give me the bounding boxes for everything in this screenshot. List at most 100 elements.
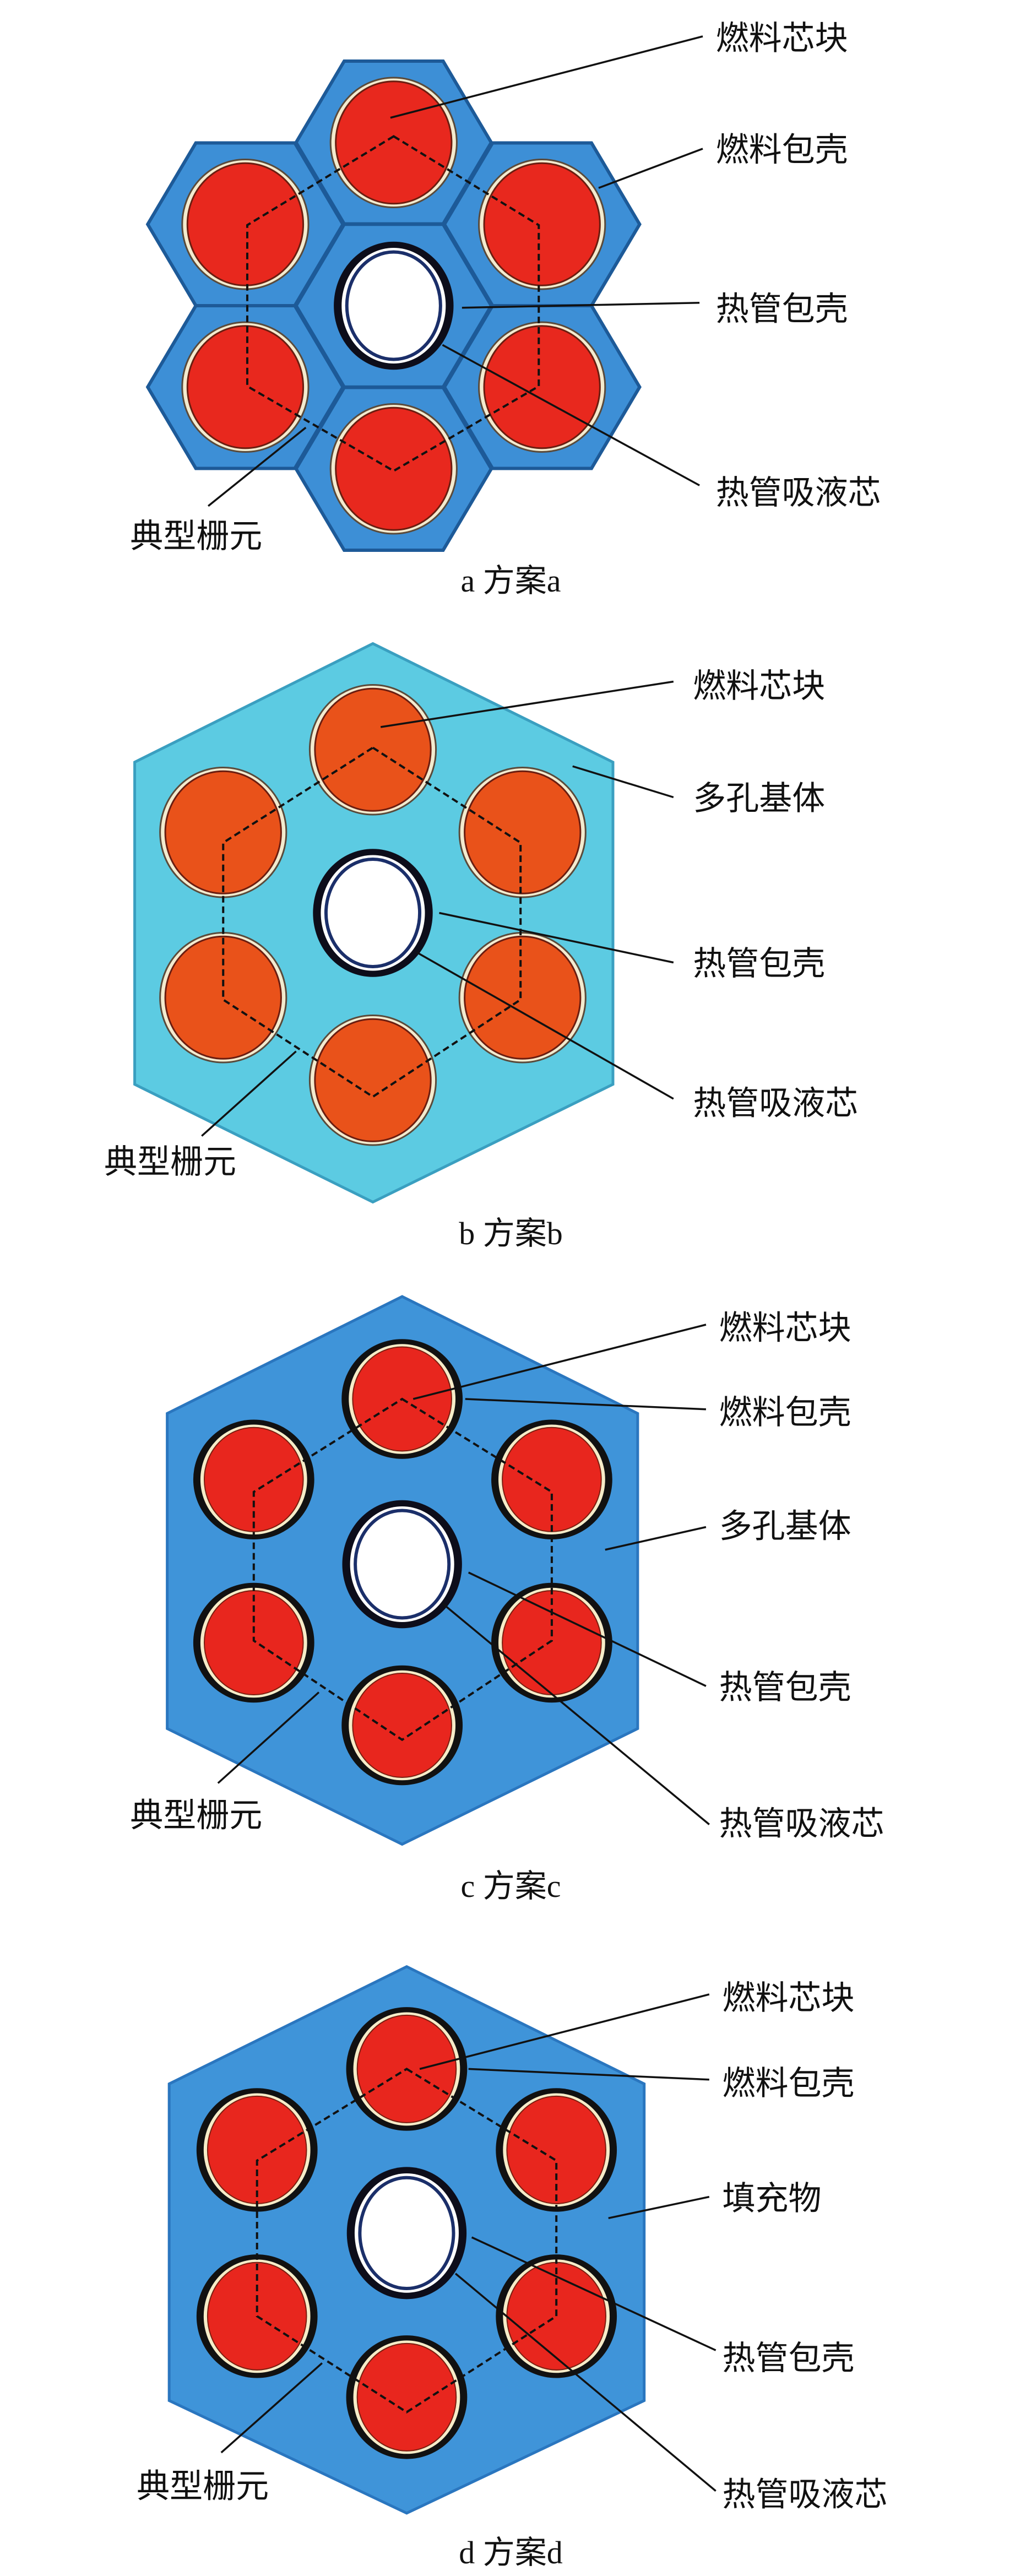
callout-label: 多孔基体 [719,1507,851,1545]
fuel-pin [491,1582,612,1703]
leader-line [605,1527,706,1550]
callout-label: 热管包壳 [716,290,848,328]
callout-label: 燃料包壳 [719,1393,851,1432]
leader-line [202,1051,296,1136]
fuel-pellet [187,326,303,448]
callout-label: 热管吸液芯 [693,1084,858,1123]
fuel-pellet [352,1673,452,1777]
panel-shapes [148,36,703,550]
leader-line [439,913,674,963]
panel-shapes [135,644,674,1202]
leader-line [599,149,703,188]
leader-line [221,2363,322,2453]
fuel-pin [496,2088,617,2212]
callout-label: 燃料芯块 [716,19,848,58]
fuel-pin [491,1419,612,1539]
fuel-pin [182,322,308,452]
heat-pipe [346,2167,467,2300]
callout-label: 典型栅元 [137,2467,269,2506]
fuel-pin [330,404,457,534]
fuel-pin [160,768,286,898]
heat-pipe-wick [347,252,441,360]
fuel-pin [310,685,436,815]
fuel-pellet [484,163,600,285]
fuel-pellet [315,1019,431,1141]
heat-pipe [334,241,454,370]
fuel-pin [346,2335,468,2459]
panel-caption: b 方案b [459,1216,563,1251]
typical-unit-cell-outline [254,1399,552,1740]
fuel-pellet [484,326,600,448]
fuel-pellet [208,2096,307,2204]
heat-pipe [313,849,433,977]
callout-label: 热管包壳 [723,2339,855,2378]
callout-label: 热管吸液芯 [716,474,881,512]
fuel-pellet [165,936,281,1059]
leader-line [472,2237,716,2350]
leader-line [469,2069,709,2079]
callout-label: 热管包壳 [693,945,825,983]
fuel-pin [459,933,585,1063]
fuel-pin [193,1419,314,1539]
fuel-pellet [465,936,580,1059]
typical-unit-cell-outline [247,137,539,471]
fuel-pin [479,322,605,452]
callout-label: 多孔基体 [693,779,825,818]
callout-label: 燃料芯块 [719,1309,851,1347]
fuel-pin [459,768,585,898]
leader-line [442,1603,709,1824]
leader-line [416,952,674,1099]
fuel-pellet [336,82,452,204]
fuel-pin [160,933,286,1063]
leader-line [218,1693,319,1783]
fuel-pellet [165,771,281,893]
fuel-pellet [357,2344,457,2451]
fuel-pellet [187,163,303,285]
panel-caption: a 方案a [461,563,561,599]
leader-line [462,303,699,308]
panel-shapes [167,1297,709,1845]
fuel-pellet [336,408,452,530]
heat-pipe-wick [355,1511,449,1618]
callout-label: 热管包壳 [719,1668,851,1707]
fuel-pin [182,160,308,290]
fuel-pellet [204,1428,303,1532]
callout-label: 填充物 [723,2179,822,2218]
heat-pipe-wick [360,2178,453,2288]
fuel-pin [310,1016,436,1146]
callout-label: 典型栅元 [130,517,262,556]
leader-line [208,427,306,506]
callout-label: 燃料芯块 [693,667,825,706]
fuel-pin [330,78,457,208]
fuel-pin [479,160,605,290]
fuel-pin [193,1582,314,1703]
panel-caption: d 方案d [459,2535,563,2570]
leader-line [420,1994,709,2069]
fuel-pellet [315,688,431,811]
callout-label: 典型栅元 [104,1143,236,1181]
leader-line [390,36,703,118]
callout-label: 热管吸液芯 [719,1804,884,1843]
callout-label: 典型栅元 [130,1796,262,1835]
panel-shapes [169,1967,715,2513]
heat-pipe-wick [326,859,420,967]
fuel-pin [196,2088,318,2212]
callout-label: 燃料包壳 [723,2064,855,2103]
leader-line [609,2197,709,2219]
leader-line [469,1572,706,1686]
fuel-pin [341,1665,463,1786]
leader-line [381,682,674,728]
fuel-pellet [507,2096,606,2204]
fuel-pellet [465,771,580,893]
leader-line [455,2274,716,2491]
fuel-pellet [502,1591,601,1695]
